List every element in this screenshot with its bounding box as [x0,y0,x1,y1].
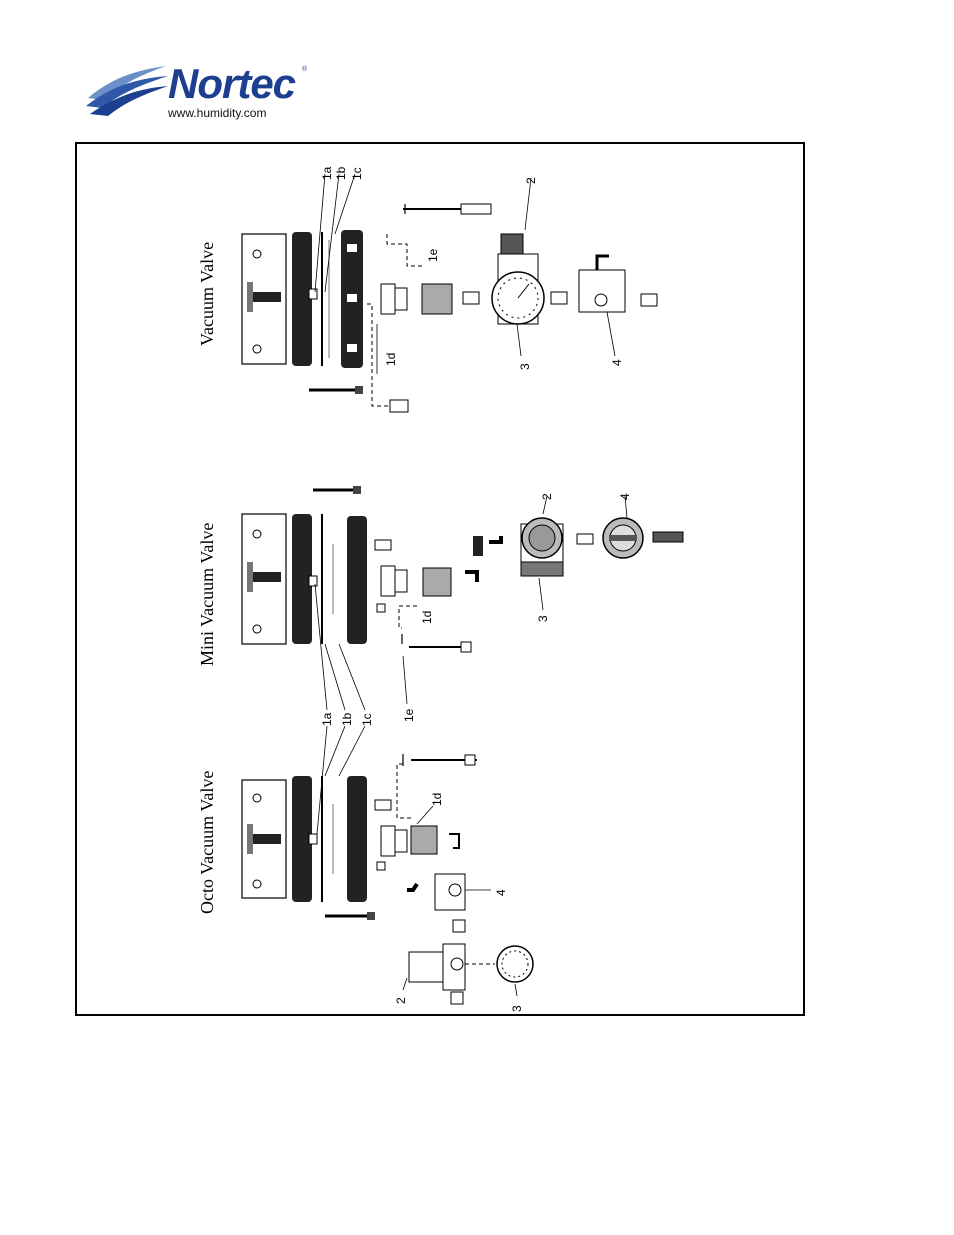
fitting-1d [380,565,396,597]
label-1a: 1a [320,712,334,726]
octo-vacuum-valve-assembly: Octo Vacuum Valve 1d 4 [197,725,534,1012]
port-icon [594,293,608,307]
fitting-1d-nut [394,829,408,853]
small-fitting [374,539,392,551]
elbow-fitting [489,536,503,544]
valve-body-lower [347,516,367,644]
diagram-canvas: Vacuum Valve 1a 1b 1c 1d [197,166,684,1012]
regulator-cap-2 [408,951,444,983]
t-handle [247,282,253,312]
small-fitting [450,991,464,1005]
label-1d: 1d [384,353,398,366]
label-1e: 1e [426,248,440,262]
end-fitting [389,399,409,413]
port-icon [450,957,464,971]
elbow-fitting [465,570,479,582]
elbow-fitting [595,254,609,270]
bolt-nut [367,912,375,920]
poppet-1a [308,833,318,845]
vacuum-valve-title: Vacuum Valve [197,242,217,346]
valve-body-upper [292,776,312,902]
registered-mark: ® [302,66,308,73]
valve-body-lower [347,776,367,902]
elbow-fitting [407,882,419,892]
small-fitting [376,603,386,613]
exploded-parts-diagram: Vacuum Valve 1a 1b 1c 1d [75,142,805,1016]
label-3: 3 [510,1005,524,1012]
coupling [421,283,453,315]
label-2: 2 [524,177,538,184]
small-fitting [640,293,658,307]
coupling [422,567,452,597]
label-4: 4 [494,889,508,896]
nortec-wave-logo-icon [86,66,168,116]
website-url[interactable]: www.humidity.com [168,106,267,120]
small-fitting [576,533,594,545]
valve-body-4 [434,873,466,911]
body-port [347,294,357,302]
poppet-1a [308,288,318,300]
label-1c: 1c [360,713,374,726]
label-4: 4 [610,359,624,366]
t-handle [247,562,253,592]
valve-body-4 [578,269,626,313]
brand-name: Nortec [168,60,296,107]
bolt-nut [353,486,361,494]
cover-hole-icon [252,793,262,803]
fitting-1d [380,825,396,857]
cover-hole-icon [252,879,262,889]
barb-fitting [652,531,684,543]
port-icon [448,883,462,897]
pin-1e-head [460,641,472,653]
cover-hole-icon [252,249,262,259]
filter [473,536,483,556]
label-1c: 1c [350,167,364,180]
poppet-1a [308,575,318,587]
small-fitting [376,861,386,871]
valve-body-upper [292,514,312,644]
label-1b: 1b [340,712,354,726]
spring [253,292,281,302]
valve-body-upper [292,232,312,366]
label-3: 3 [536,615,550,622]
label-1d: 1d [420,611,434,624]
cover-hole-icon [252,344,262,354]
small-fitting [462,291,480,305]
label-4: 4 [618,493,632,500]
octo-vacuum-valve-title: Octo Vacuum Valve [197,771,217,914]
body-port [347,344,357,352]
label-1a: 1a [320,166,334,180]
coupling [410,825,438,855]
fitting-1d [380,283,396,315]
fitting-1d-nut [394,569,408,593]
label-2: 2 [394,997,408,1004]
label-2: 2 [540,493,554,500]
spring [253,572,281,582]
fitting-1d-nut [394,287,408,311]
cover-hole-icon [252,529,262,539]
bolt-nut [355,386,363,394]
small-fitting [452,919,466,933]
label-3: 3 [518,363,532,370]
mini-vacuum-valve-title: Mini Vacuum Valve [197,523,217,666]
t-handle [247,824,253,854]
small-fitting [374,799,392,811]
body-port [347,244,357,252]
label-1e: 1e [402,708,416,722]
label-1d: 1d [430,793,444,806]
spring [253,834,281,844]
label-1b: 1b [334,166,348,180]
regulator-body [442,943,466,991]
pin-1e-head [460,203,492,215]
regulator-base-3 [520,561,564,577]
vacuum-valve-assembly: Vacuum Valve 1a 1b 1c 1d [197,166,658,413]
mini-vacuum-valve-assembly: Mini Vacuum Valve 1a 1b 1c 1d 1e [197,486,684,726]
cover-hole-icon [252,624,262,634]
elbow-fitting [449,833,460,849]
pin-1e-head [464,754,476,766]
small-fitting [550,291,568,305]
